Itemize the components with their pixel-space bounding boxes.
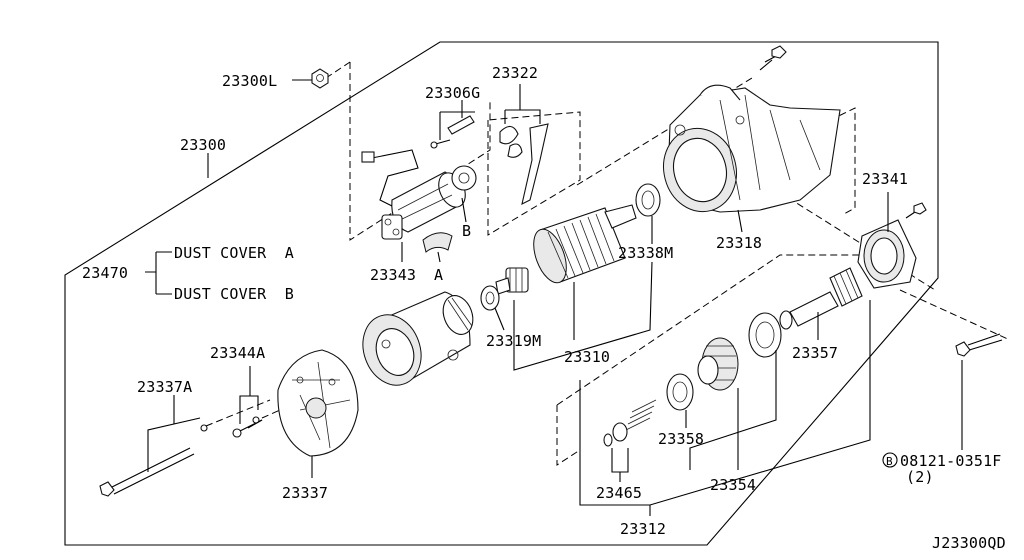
leader-b (461, 197, 467, 223)
label-23310: 23310 (564, 348, 610, 366)
label-bolt-circle: B (886, 455, 893, 468)
leader-23344A (239, 395, 259, 424)
solenoid-23343 (381, 165, 477, 253)
label-23358: 23358 (658, 430, 704, 448)
leader-23318 (737, 209, 743, 233)
through-bolt-23337A (99, 424, 208, 497)
label-23344A: 23344A (210, 344, 265, 362)
leader-23470 (145, 251, 172, 295)
label-23338M: 23338M (618, 244, 673, 262)
label-letter-a: A (434, 266, 443, 284)
label-letter-b: B (462, 222, 471, 240)
label-23354: 23354 (710, 476, 756, 494)
circle-b-marker (882, 452, 898, 468)
label-23322: 23322 (492, 64, 538, 82)
label-dust-cover-a: DUST COVER A (174, 244, 294, 262)
leader-a (437, 251, 441, 263)
label-23300L: 23300L (222, 72, 277, 90)
bolt-08121-0351F (955, 333, 1003, 357)
bearing-ring (748, 312, 782, 358)
label-dust-cover-b: DUST COVER B (174, 285, 294, 303)
leader-23337A (147, 417, 201, 472)
pinion-shaft-23357 (779, 267, 863, 330)
leader-23306G (439, 100, 463, 140)
label-23470: 23470 (82, 264, 128, 282)
label-bolt-qty: (2) (906, 468, 934, 486)
label-23318: 23318 (716, 234, 762, 252)
screws-23344A (232, 416, 263, 438)
screws-23306G (430, 115, 475, 149)
23300L-dash (325, 61, 351, 79)
leader-23465 (611, 448, 629, 473)
nut-23300L (311, 68, 329, 89)
leader-23312 (579, 300, 871, 506)
label-23465: 23465 (596, 484, 642, 502)
drive-housing-23318 (663, 84, 841, 213)
assembly-frame (64, 41, 939, 546)
label-23306G: 23306G (425, 84, 480, 102)
spring-23465 (603, 399, 657, 447)
pinion-dashed-box (556, 254, 870, 466)
label-23300: 23300 (180, 136, 226, 154)
label-23319M: 23319M (486, 332, 541, 350)
leader-23310-bracket (513, 261, 653, 371)
brush-dashed-box (487, 111, 581, 236)
bearing-23338M (635, 183, 661, 217)
dash-23344A (261, 409, 281, 419)
label-bolt-code: 08121-0351F (900, 452, 1002, 470)
label-23312: 23312 (620, 520, 666, 538)
bolt-dash (899, 289, 1011, 341)
label-23337A: 23337A (137, 378, 192, 396)
solenoid-dashed-box (349, 62, 491, 241)
pinion-gear-23354 (697, 337, 739, 391)
plate-bolt (905, 202, 927, 219)
leader-bearing-ring (689, 350, 777, 470)
label-23337: 23337 (282, 484, 328, 502)
leader-23319M (494, 307, 505, 331)
rear-cover-23337 (277, 349, 359, 457)
ring-23358 (666, 373, 694, 411)
armature-23310 (495, 204, 637, 295)
dash-23337A (205, 399, 271, 427)
solenoid-wire (371, 149, 419, 207)
label-diagram-code: J23300QD (932, 534, 1006, 552)
plate-23341 (857, 219, 917, 289)
yoke (362, 291, 474, 386)
brush-springs-23322 (499, 123, 549, 206)
label-23357: 23357 (792, 344, 838, 362)
label-23341: 23341 (862, 170, 908, 188)
wire-terminal (361, 151, 375, 163)
bearing-23319M (480, 285, 500, 311)
leader-23322 (504, 109, 541, 124)
label-23343: 23343 (370, 266, 416, 284)
housing-top-bolt (759, 45, 787, 71)
